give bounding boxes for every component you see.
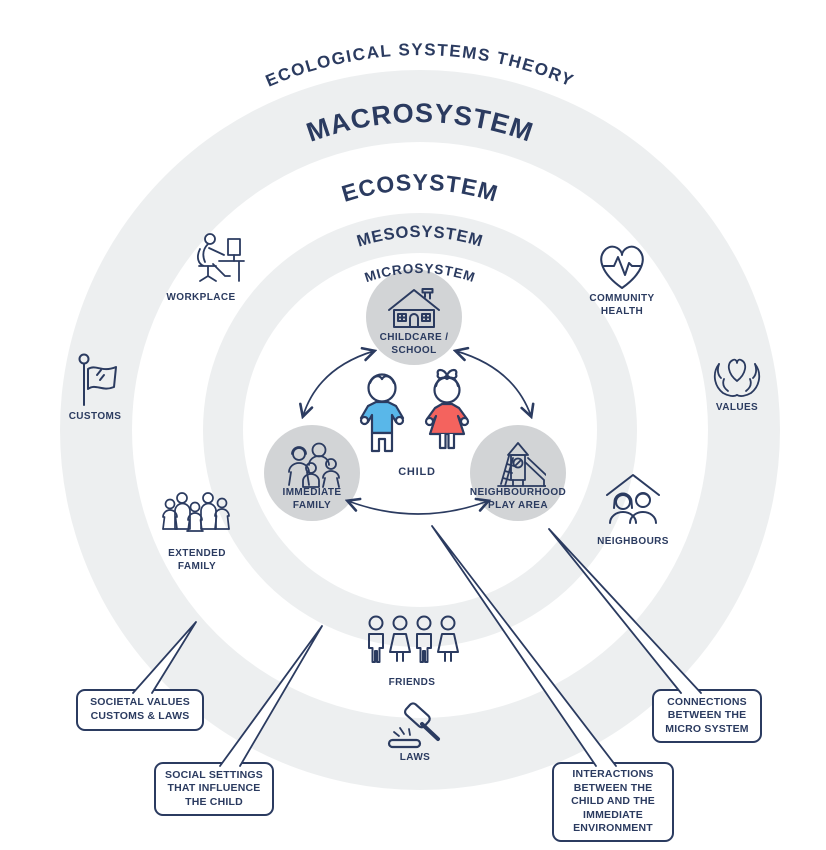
- callout-societal-values: SOCIETAL VALUES CUSTOMS & LAWS: [76, 689, 204, 731]
- extended-family-label: EXTENDED FAMILY: [168, 548, 226, 572]
- girl-figure-icon: [424, 368, 470, 450]
- callout-connections: CONNECTIONS BETWEEN THE MICRO SYSTEM: [652, 689, 762, 743]
- workplace-label: WORKPLACE: [166, 292, 236, 303]
- house-icon: [388, 288, 440, 328]
- flag-icon: [78, 353, 117, 406]
- hands-holding-heart-icon: [713, 358, 761, 397]
- playground-icon: [497, 442, 546, 487]
- people-group-icon: [162, 492, 230, 532]
- customs-label: CUSTOMS: [68, 411, 122, 422]
- childcare-node-circle: [366, 269, 462, 365]
- heart-pulse-icon: [600, 245, 644, 289]
- children-group-icon: [368, 615, 459, 663]
- play-area-label: NEIGHBOURHOOD PLAY AREA: [469, 487, 567, 511]
- neighbours-label: NEIGHBOURS: [597, 536, 669, 547]
- callout-social-settings: SOCIAL SETTINGS THAT INFLUENCE THE CHILD: [154, 762, 274, 816]
- arrow-childcare-family: [303, 351, 374, 416]
- arrow-family-playarea: [348, 501, 488, 515]
- person-at-computer-icon: [197, 233, 245, 282]
- community-health-label: COMMUNITY HEALTH: [589, 293, 655, 317]
- child-label: CHILD: [398, 466, 436, 478]
- laws-label: LAWS: [399, 752, 431, 763]
- people-under-roof-icon: [606, 474, 660, 524]
- friends-label: FRIENDS: [388, 677, 436, 688]
- immediate-family-label: IMMEDIATE FAMILY: [282, 487, 342, 511]
- callout-interactions: INTERACTIONS BETWEEN THE CHILD AND THE I…: [552, 762, 674, 842]
- family-icon: [288, 442, 340, 488]
- values-label: VALUES: [715, 402, 759, 413]
- arrow-childcare-playarea: [456, 351, 531, 416]
- boy-figure-icon: [359, 373, 405, 453]
- gavel-icon: [387, 702, 440, 749]
- childcare-label: CHILDCARE / SCHOOL: [379, 332, 449, 356]
- play-area-node-circle: [470, 425, 566, 521]
